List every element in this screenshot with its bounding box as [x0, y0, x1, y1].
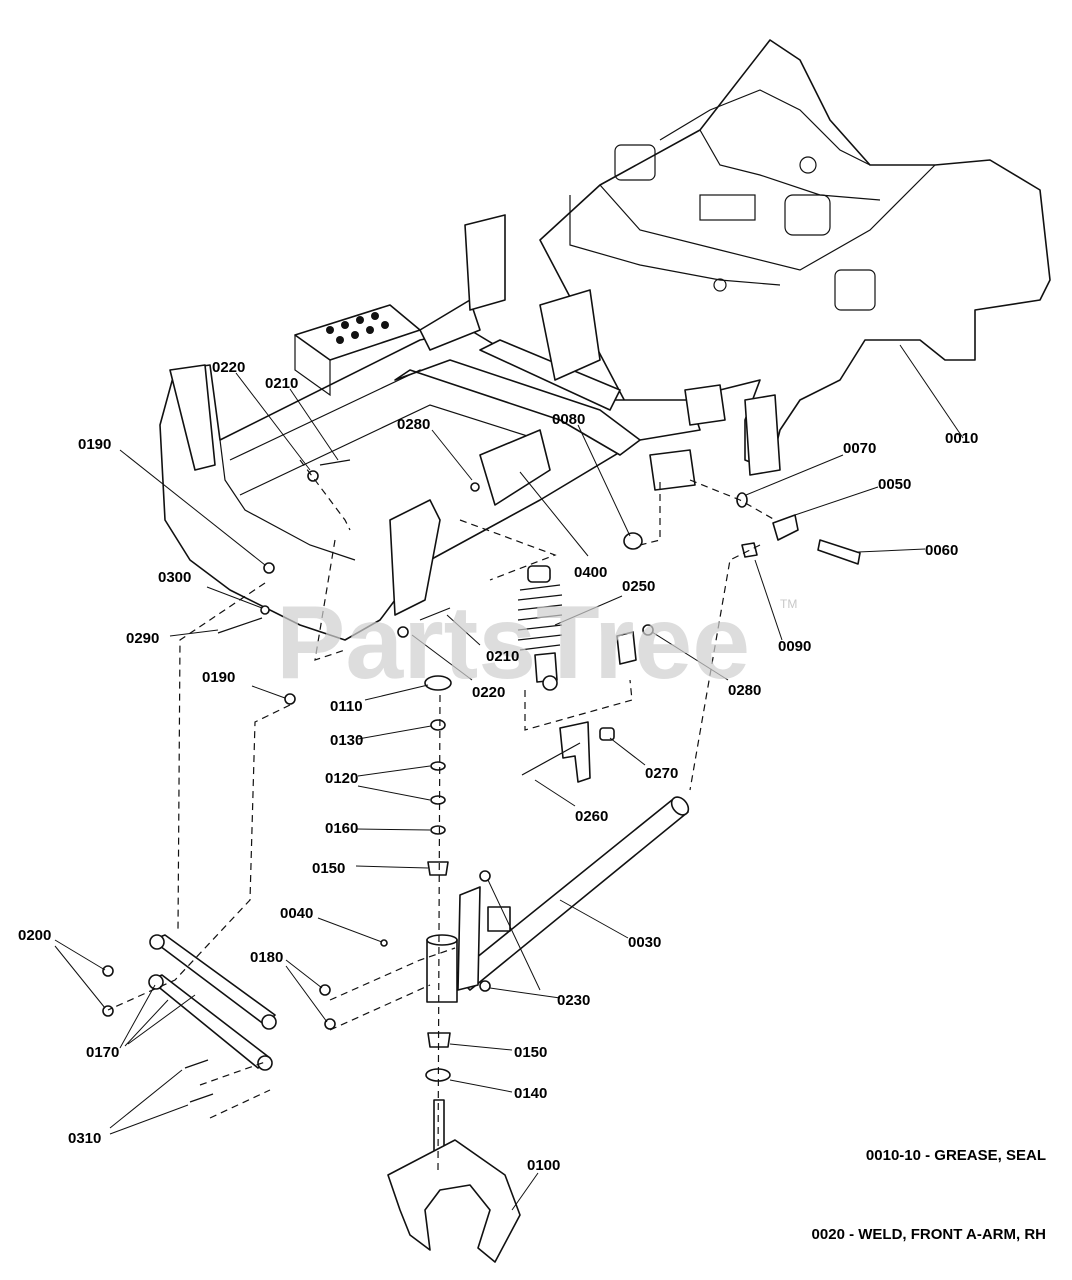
callout-0090: 0090 [778, 638, 811, 655]
callout-0140: 0140 [514, 1085, 547, 1102]
note-grease-seal: 0010-10 - GREASE, SEAL [866, 1147, 1046, 1164]
callout-0160: 0160 [325, 820, 358, 837]
callout-0400: 0400 [574, 564, 607, 581]
watermark-text: PartsTree [276, 585, 750, 701]
callout-0170: 0170 [86, 1044, 119, 1061]
callout-0280: 0280 [397, 416, 430, 433]
caster-fork [387, 1139, 521, 1263]
callout-0280: 0280 [728, 682, 761, 699]
callout-0210: 0210 [486, 648, 519, 665]
callout-labels: 0010 0190 0220 0210 0280 0080 0070 0050 … [18, 359, 978, 1174]
callout-0250: 0250 [622, 578, 655, 595]
hardware [102, 459, 861, 1103]
callout-0290: 0290 [126, 630, 159, 647]
callout-0040: 0040 [280, 905, 313, 922]
note-weld-front-a-arm: 0020 - WELD, FRONT A-ARM, RH [812, 1226, 1046, 1243]
leader-lines [54, 344, 964, 1211]
callout-0070: 0070 [843, 440, 876, 457]
callout-0200: 0200 [18, 927, 51, 944]
callout-0270: 0270 [645, 765, 678, 782]
front-axle [454, 796, 690, 991]
callout-0080: 0080 [552, 411, 585, 428]
callout-0220: 0220 [212, 359, 245, 376]
callout-0190: 0190 [202, 669, 235, 686]
callout-0220: 0220 [472, 684, 505, 701]
callout-0310: 0310 [68, 1130, 101, 1147]
callout-0210: 0210 [265, 375, 298, 392]
callout-0010: 0010 [945, 430, 978, 447]
shock-absorber [517, 565, 563, 691]
callout-0150: 0150 [312, 860, 345, 877]
callout-0150: 0150 [514, 1044, 547, 1061]
callout-0230: 0230 [557, 992, 590, 1009]
mounting-bracket [521, 631, 637, 783]
tie-rods [148, 934, 277, 1071]
main-frame [159, 39, 1051, 641]
callout-0110: 0110 [330, 698, 363, 715]
callout-0050: 0050 [878, 476, 911, 493]
spindle-stack [424, 675, 458, 1171]
callout-0030: 0030 [628, 934, 661, 951]
callout-0180: 0180 [250, 949, 283, 966]
callout-0100: 0100 [527, 1157, 560, 1174]
callout-0260: 0260 [575, 808, 608, 825]
watermark-trademark: TM [780, 597, 797, 611]
callout-0130: 0130 [330, 732, 363, 749]
callout-0060: 0060 [925, 542, 958, 559]
callout-0300: 0300 [158, 569, 191, 586]
callout-0120: 0120 [325, 770, 358, 787]
callout-0190: 0190 [78, 436, 111, 453]
